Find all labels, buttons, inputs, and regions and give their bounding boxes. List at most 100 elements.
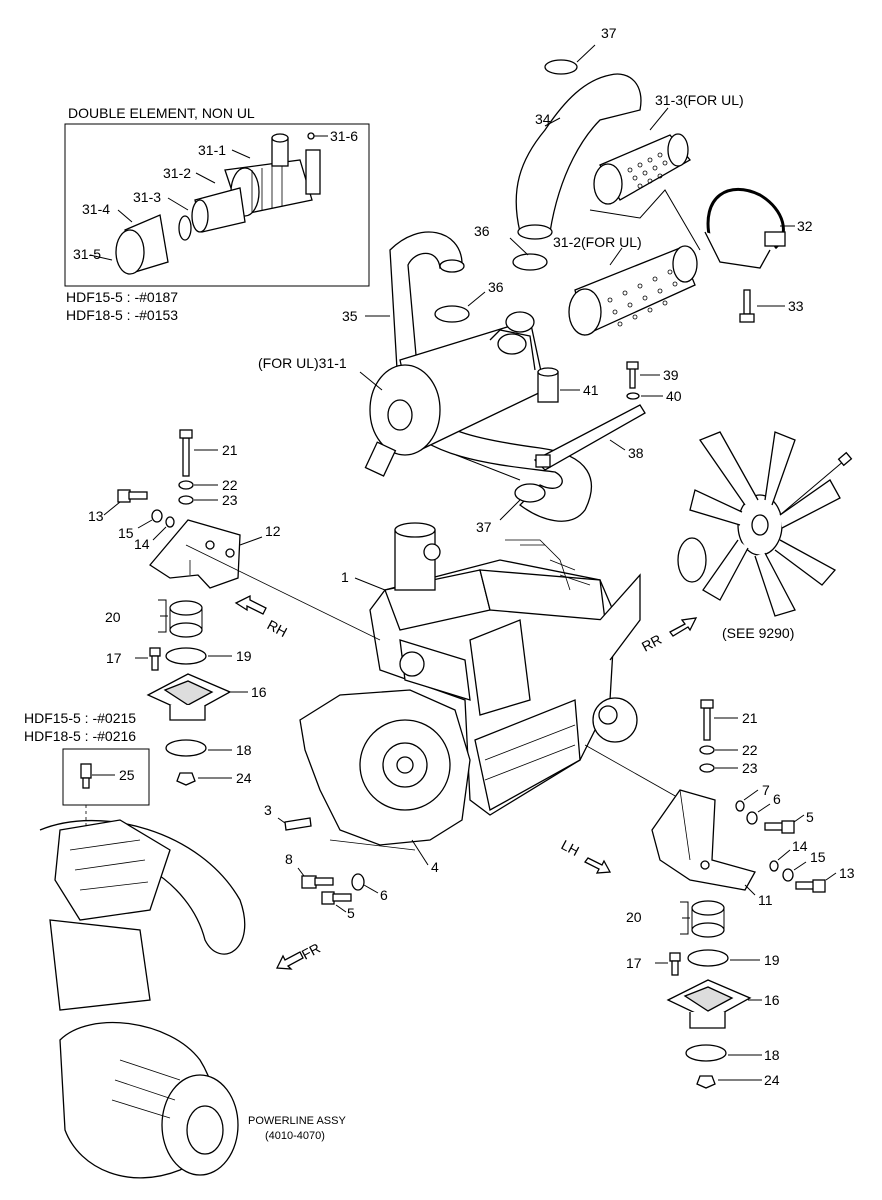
see-note: (SEE 9290) — [722, 625, 794, 641]
bolt-21-right — [700, 699, 714, 741]
callout-19-left: 19 — [236, 648, 252, 664]
screw-39 — [626, 361, 639, 389]
callout-24-left: 24 — [236, 770, 252, 786]
callout-5-right: 5 — [806, 809, 814, 825]
cooling-fan — [677, 431, 853, 617]
callout-35: 35 — [342, 308, 358, 324]
element-31-3-ul — [593, 133, 691, 205]
callout-17-left: 17 — [106, 650, 122, 666]
callout-20-right: 20 — [626, 909, 642, 925]
dowel-pin-3 — [284, 817, 312, 831]
cover-small — [115, 214, 169, 275]
washer-40 — [626, 392, 640, 400]
callout-15-right: 15 — [810, 849, 826, 865]
indicator-small — [307, 132, 315, 140]
plate-18-left — [165, 739, 207, 757]
direction-rr: RR — [639, 617, 698, 655]
washer-6-bottom — [351, 873, 365, 891]
bolt-13-right — [795, 879, 826, 893]
callout-21-right: 21 — [742, 710, 758, 726]
intake-hose-35 — [389, 231, 593, 522]
inset-frame — [64, 123, 370, 287]
powerline-label: POWERLINE ASSY — [248, 1115, 346, 1127]
callout-41: 41 — [583, 382, 599, 398]
callout-17-right: 17 — [626, 955, 642, 971]
inner-element-small — [191, 187, 246, 233]
mount-16-left — [146, 673, 232, 721]
insulator-20-right — [691, 900, 725, 938]
washer-6-right — [746, 811, 758, 825]
callout-22-right: 22 — [742, 742, 758, 758]
bolt-5-right — [764, 820, 795, 834]
plate-18-right — [685, 1044, 727, 1062]
callout-6-right: 6 — [773, 791, 781, 807]
callout-38: 38 — [628, 445, 644, 461]
callout-13-left: 13 — [88, 508, 104, 524]
callout-5-bottom: 5 — [347, 905, 355, 921]
callout-39: 39 — [663, 367, 679, 383]
callout-20-left: 20 — [105, 609, 121, 625]
washer-14-right — [769, 860, 779, 872]
washer-22-right — [699, 745, 715, 755]
direction-fr: FR — [275, 940, 323, 970]
bracket-38 — [533, 404, 646, 471]
direction-rh: RH — [234, 594, 290, 640]
callout-24-right: 24 — [764, 1072, 780, 1088]
engine-assembly — [369, 522, 641, 816]
clamp-36-a — [512, 253, 548, 271]
callout-14-right: 14 — [792, 838, 808, 854]
washer-15-left — [151, 509, 163, 523]
left-inset-note-hdf15: HDF15-5 : -#0215 — [24, 710, 136, 726]
safety-element-small — [178, 215, 192, 241]
bolt-13-left — [117, 489, 148, 503]
callout-21-left: 21 — [222, 442, 238, 458]
clamp-36-b — [434, 305, 470, 323]
direction-lh-label: LH — [559, 837, 582, 860]
nut-24-right — [696, 1075, 716, 1089]
callout-14-left: 14 — [134, 536, 150, 552]
bracket-11 — [651, 789, 756, 891]
bolt-8 — [301, 875, 334, 889]
callout-18-right: 18 — [764, 1047, 780, 1063]
inset-note-hdf15: HDF15-5 : -#0187 — [66, 289, 178, 305]
washer-22-left — [178, 480, 194, 490]
leader-mount-left-to-engine — [185, 544, 381, 641]
powerline-range: (4010-4070) — [265, 1130, 325, 1142]
bolt-21-left — [179, 429, 193, 477]
label-31-2-inset: 31-2 — [163, 165, 191, 181]
callout-23-right: 23 — [742, 760, 758, 776]
element-31-2-ul — [568, 245, 698, 336]
callout-11: 11 — [758, 892, 773, 908]
callout-7: 7 — [762, 782, 770, 798]
inset-note-hdf18: HDF18-5 : -#0153 — [66, 307, 178, 323]
inset-title: DOUBLE ELEMENT, NON UL — [68, 105, 255, 121]
callout-36-b: 36 — [488, 279, 504, 295]
label-31-4-inset: 31-4 — [82, 201, 110, 217]
callout-31-1-ul: (FOR UL)31-1 — [258, 355, 347, 371]
bolt-5-bottom — [321, 891, 352, 905]
callout-16-left: 16 — [251, 684, 267, 700]
callout-22-left: 22 — [222, 477, 238, 493]
double-element-inset: DOUBLE ELEMENT, NON UL HDF15-5 : -#0187 … — [64, 105, 370, 323]
insulator-20-left — [169, 600, 203, 638]
band-32 — [704, 187, 786, 269]
callout-18-left: 18 — [236, 742, 252, 758]
intake-hose-34 — [515, 73, 642, 240]
direction-rr-label: RR — [639, 631, 664, 655]
nut-24-left — [176, 772, 196, 786]
bolt-17-left — [149, 647, 161, 671]
callout-6-bottom: 6 — [380, 887, 388, 903]
callout-15-left: 15 — [118, 525, 134, 541]
direction-fr-label: FR — [299, 940, 323, 963]
powerline-assembly — [39, 819, 246, 1179]
air-cleaner-31-1-ul — [364, 311, 546, 477]
washer-23-right — [699, 763, 715, 773]
fan-spacer — [677, 537, 707, 583]
callout-8: 8 — [285, 851, 293, 867]
callout-37-top: 37 — [601, 25, 617, 41]
pointer-to-filter — [589, 189, 701, 251]
label-31-1-inset: 31-1 — [198, 142, 226, 158]
callout-16-right: 16 — [764, 992, 780, 1008]
